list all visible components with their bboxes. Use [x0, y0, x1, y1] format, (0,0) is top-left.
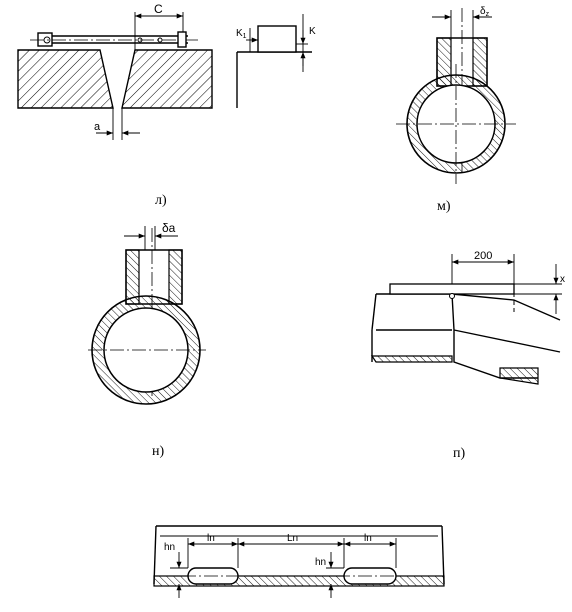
caption-n: н)	[152, 444, 164, 459]
caption-p: п)	[453, 446, 465, 461]
dim-200-label: 200	[474, 250, 492, 262]
figure-n: δa н)	[88, 221, 206, 459]
figure-l: C a K1 K л)	[17, 2, 316, 208]
dim-ln-left: ln	[207, 533, 215, 544]
plate-right	[121, 49, 213, 109]
caption-m: м)	[437, 199, 451, 214]
dim-delta-a-label: δa	[162, 221, 176, 235]
dim-hn-mid: hn	[315, 557, 326, 568]
plate-left	[17, 49, 114, 109]
figure-bottom: ln Ln ln hn hn	[153, 525, 445, 598]
fillet-detail: K1 K	[236, 14, 316, 108]
dim-k-label: K	[309, 26, 316, 37]
caption-l: л)	[155, 193, 167, 208]
pipe-bottom-left	[370, 355, 453, 363]
dim-c-label: C	[154, 2, 163, 16]
figure-m: δz м)	[396, 6, 516, 214]
dim-ln-mid: Ln	[287, 533, 298, 544]
figure-p: 200 x п)	[370, 250, 565, 461]
dim-k1-label: K1	[236, 28, 247, 40]
clamp-rod	[30, 31, 200, 48]
dim-a-label: a	[94, 121, 101, 133]
pipe-bottom-right	[499, 367, 539, 385]
dim-ln-right: ln	[364, 533, 372, 544]
dim-hn-left: hn	[164, 542, 175, 553]
dim-x-label: x	[560, 274, 565, 285]
dim-delta-z-label: δz	[480, 6, 490, 18]
